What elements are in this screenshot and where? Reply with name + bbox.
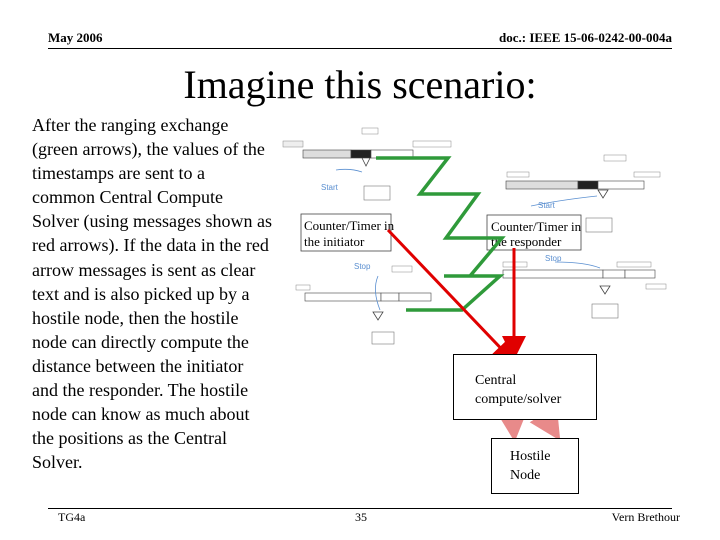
page-number: 35 <box>355 510 367 524</box>
stop-right-label: Stop <box>545 254 562 263</box>
hostile-node-box: Hostile Node <box>491 438 579 494</box>
initiator-counter-label-1: Counter/Timer in <box>304 218 395 233</box>
initiator-tx-header <box>350 149 372 159</box>
initiator-counter-label-2: the initiator <box>304 234 365 249</box>
slide-title: Imagine this scenario: <box>183 62 537 107</box>
header-date: May 2006 <box>48 30 103 45</box>
responder-counter-box: Counter/Timer in the responder <box>486 214 582 251</box>
initiator-rx-preamble <box>304 292 382 302</box>
initiator-rx-ack <box>398 292 432 302</box>
header-rule <box>48 48 672 49</box>
hostile-node-label: Hostile Node <box>510 449 551 483</box>
initiator-timestamp-figure: Start Stop <box>282 127 452 271</box>
footer-author: Vern Brethour <box>611 510 680 524</box>
initiator-to-solver-arrow <box>386 228 517 365</box>
start-left-label: Start <box>321 183 339 192</box>
responder-timestamp-figure: Start Stop <box>505 154 661 263</box>
ranging-exchange-arrows <box>376 156 506 312</box>
header-doc-id: doc.: IEEE 15-06-0242-00-004a <box>499 30 672 45</box>
initiator-rx-header <box>380 292 400 302</box>
footer-rule <box>48 508 672 509</box>
body-paragraph: After the ranging exchange (green arrows… <box>32 115 272 473</box>
responder-counter-label-1: Counter/Timer in <box>491 219 582 234</box>
responder-counter-label-2: the responder <box>491 234 562 249</box>
initiator-counter-box: Counter/Timer in the initiator <box>300 213 395 252</box>
central-solver-box: Central compute/solver <box>453 354 597 420</box>
responder-tx-figure <box>502 261 667 319</box>
initiator-rx-figure <box>295 265 432 345</box>
start-right-label: Start <box>538 201 556 210</box>
footer-group: TG4a <box>58 510 86 524</box>
responder-rx-packet <box>505 180 579 190</box>
central-solver-label: Central compute/solver <box>475 373 562 407</box>
stop-left-label: Stop <box>354 262 371 271</box>
initiator-ranging-box <box>363 185 391 201</box>
initiator-tx-packet <box>302 149 352 159</box>
